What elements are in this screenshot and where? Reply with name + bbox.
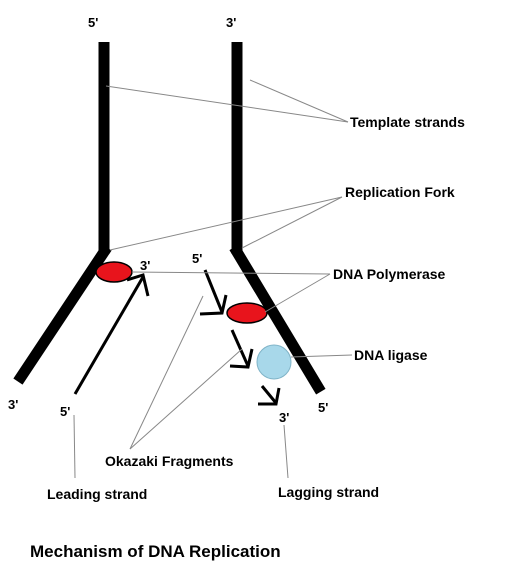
pointer-fork-left <box>109 196 343 251</box>
okazaki-fragments <box>199 269 281 406</box>
dna-polymerase-lagging <box>226 302 268 324</box>
enzymes <box>95 261 292 380</box>
right-top-end-label: 3' <box>226 15 236 30</box>
template-strands <box>13 42 326 395</box>
pointer-leading <box>73 414 76 479</box>
pointer-polymerase-right <box>264 273 331 313</box>
pointer-template-right <box>249 79 349 123</box>
okazaki-fragments-label: Okazaki Fragments <box>105 453 234 469</box>
component-labels: Template strands Replication Fork DNA Po… <box>47 114 465 502</box>
okazaki-fragment-2 <box>230 329 250 367</box>
left-top-end-label: 5' <box>88 15 98 30</box>
dna-polymerase-label: DNA Polymerase <box>333 266 446 282</box>
okazaki-fragment-3 <box>260 385 278 404</box>
dna-ligase-circle <box>256 344 292 380</box>
diagram-caption: Mechanism of DNA Replication <box>30 542 281 561</box>
lagging-end-label: 3' <box>279 410 289 425</box>
okazaki-fragment-3-arrowhead <box>258 387 281 406</box>
leading-end-label: 3' <box>140 258 150 273</box>
pointer-okazaki-1 <box>129 295 204 450</box>
pointer-lagging <box>283 424 289 479</box>
right-bottom-end-label: 5' <box>318 400 328 415</box>
lagging-strand-label: Lagging strand <box>278 484 379 500</box>
left-template-strand-arm <box>13 244 112 385</box>
pointer-template-left <box>105 85 349 123</box>
pointer-fork-right <box>241 196 343 249</box>
left-bottom-end-label: 3' <box>8 397 18 412</box>
leading-strand-arrowhead <box>126 273 150 297</box>
dna-polymerase-leading <box>95 261 133 283</box>
leading-start-label: 5' <box>60 404 70 419</box>
okazaki-fragment-1 <box>203 269 224 313</box>
pointer-polymerase-left <box>131 271 331 275</box>
dna-ligase-label: DNA ligase <box>354 347 428 363</box>
leading-strand-line <box>73 276 145 395</box>
okazaki-fragment-2-arrowhead <box>229 348 254 369</box>
template-strands-label: Template strands <box>350 114 465 130</box>
pointer-okazaki-2 <box>129 348 243 450</box>
leading-strand-label: Leading strand <box>47 486 147 502</box>
replication-fork-label: Replication Fork <box>345 184 455 200</box>
pointer-ligase <box>290 354 353 358</box>
lagging-start-label: 5' <box>192 251 202 266</box>
leading-strand <box>73 273 150 395</box>
right-template-strand-arm <box>229 244 326 395</box>
okazaki-fragment-1-arrowhead <box>199 294 228 316</box>
pointer-lines <box>73 79 353 479</box>
strand-end-labels: 5' 3' 3' 5' 5' 3' 5' 3' <box>8 15 328 425</box>
